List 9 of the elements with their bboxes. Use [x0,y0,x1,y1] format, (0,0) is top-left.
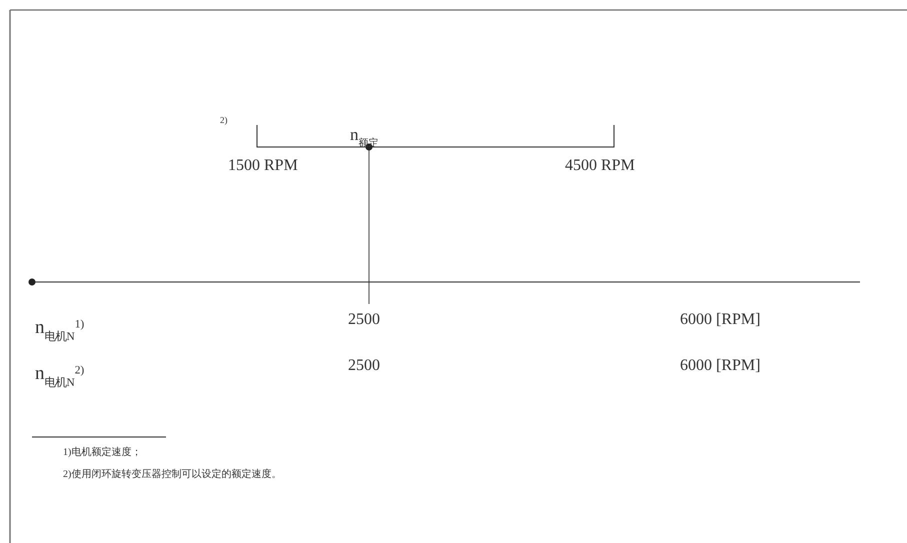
speed-value: 2500 [348,311,380,329]
footnote-text: 1)电机额定速度； [63,447,142,458]
speed-value: 6000 [RPM] [680,311,760,329]
footnote-text: 2)使用闭环旋转变压器控制可以设定的额定速度。 [63,469,282,480]
speed-value: 4500 RPM [565,157,635,175]
speed-value: 2500 [348,357,380,375]
speed-value: 1500 RPM [228,157,298,175]
speed-value: 6000 [RPM] [680,357,760,375]
footnote-mark: 2) [220,116,228,126]
